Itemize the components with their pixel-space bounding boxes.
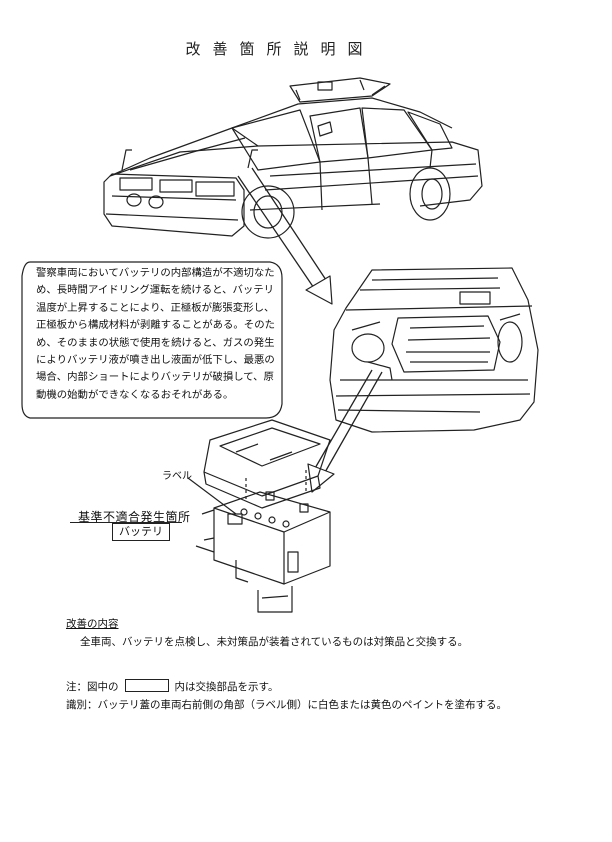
improvement-body: 全車両、バッテリを点検し、未対策品が装着されているものは対策品と交換する。	[80, 636, 469, 648]
battery-drawing	[195, 491, 331, 613]
note-suffix: 内は交換部品を示す。	[174, 681, 279, 693]
replacement-part-box: バッテリ	[112, 523, 170, 541]
page-title: 改善箇所説明図	[185, 40, 375, 58]
battery-cover-drawing	[203, 419, 331, 509]
police-car-drawing	[103, 77, 483, 239]
identification-line: 識別：バッテリ蓋の車両右前側の角部（ラベル側）に白色または黄色のペイントを塗布す…	[66, 699, 507, 711]
note-legend-box	[124, 679, 169, 692]
note-line: 注：図中の 内は交換部品を示す。	[66, 679, 278, 694]
engine-bay-drawing	[329, 267, 539, 433]
defect-location-label: 基準不適合発生箇所	[78, 510, 191, 524]
improvement-heading: 改善の内容	[66, 618, 119, 630]
defect-description: 警察車両においてバッテリの内部構造が不適切なため、長時間アイドリング運転を続ける…	[36, 267, 275, 401]
label-callout: ラベル	[162, 471, 192, 482]
note-prefix: 注：図中の	[66, 681, 119, 693]
defect-location-underline	[70, 522, 182, 523]
